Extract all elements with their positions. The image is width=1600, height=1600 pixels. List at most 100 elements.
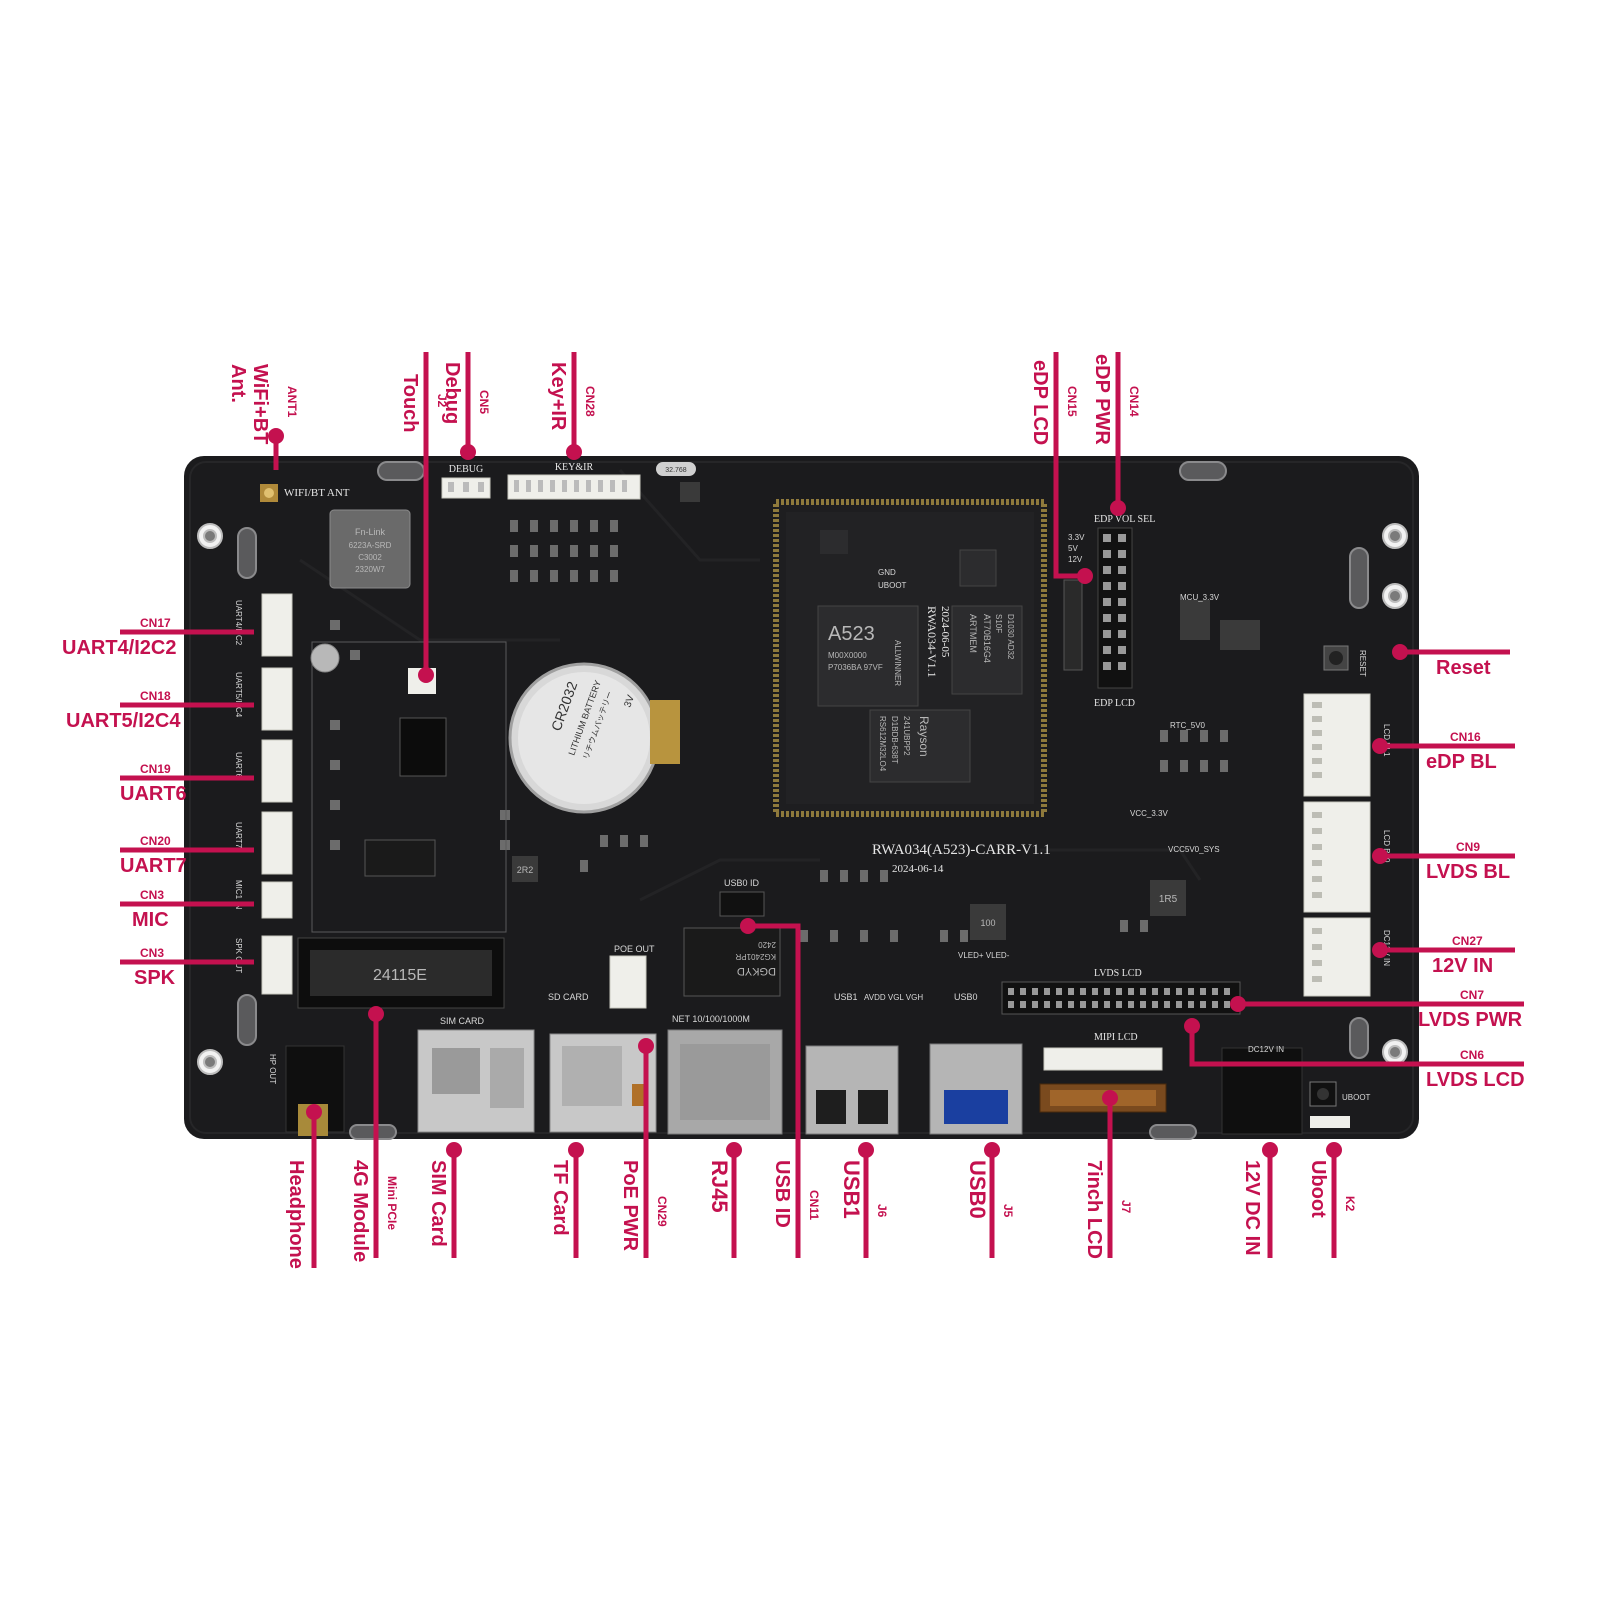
callout-right-reset-name: Reset [1436, 657, 1491, 679]
callout-bottom-headphone: Headphone [285, 1160, 307, 1269]
callout-bottom-tf: TF Card [549, 1160, 571, 1236]
silk-wifi-bt-ant: WIFI/BT ANT [284, 487, 350, 499]
callout-bottom-usb0-name: USB0 [965, 1160, 990, 1219]
silk-poe-out: POE OUT [614, 944, 655, 954]
callout-left-mic: CN3 MIC [132, 888, 169, 931]
silk-mcu-3v3: MCU_3.3V [1180, 593, 1220, 602]
silk-vled: VLED+ VLED- [958, 951, 1010, 960]
callout-top-edplcd-name: eDP LCD [1029, 360, 1051, 445]
inductor-1r5 [1150, 880, 1186, 916]
wifi-code: C3002 [358, 553, 382, 562]
silk-edp-vol-5v: 5V [1068, 544, 1078, 553]
wifi-brand: Fn-Link [355, 527, 386, 537]
smd-components [330, 482, 1260, 942]
silk-edp-lcd: EDP LCD [1094, 698, 1135, 709]
callout-bottom-usbid-name: USB ID [771, 1160, 793, 1228]
mem-part: AT70B16G4 [982, 614, 992, 663]
callout-top-edppwr-name: eDP PWR [1091, 354, 1113, 445]
callout-right-reset: Reset [1436, 657, 1491, 679]
callout-dots [268, 428, 1408, 1158]
callout-right-lvdsbl-ref: CN9 [1456, 840, 1480, 854]
lan-transformer: DGKYD KG2401PR 2420 [683, 927, 781, 997]
callout-right-lvdslcd-ref: CN6 [1460, 1048, 1484, 1062]
poe-out-connector [609, 955, 647, 1009]
callout-left-uart6-name: UART6 [120, 783, 187, 805]
inductor-2r2-label: 2R2 [517, 865, 534, 875]
silk-usb1: USB1 [834, 992, 858, 1002]
callout-right-edpbl-ref: CN16 [1450, 730, 1481, 744]
som-module-date: 2024-06-05 [939, 606, 951, 658]
callout-right-lvdsbl-name: LVDS BL [1426, 861, 1510, 883]
inductor-100 [970, 904, 1006, 940]
callout-top-wifi-ref: ANT1 [285, 386, 299, 418]
callout-top-keyir-name: Key+IR [547, 362, 569, 431]
touch-ic [399, 717, 447, 777]
mem-code: S10F [994, 614, 1003, 633]
silk-usb0: USB0 [954, 992, 978, 1002]
silk-vcc5v0-sys: VCC5V0_SYS [1168, 845, 1220, 854]
emmc-brand: Rayson [917, 716, 931, 757]
touch-area-outline [311, 641, 507, 933]
callout-left-spk-ref: CN3 [140, 946, 164, 960]
silk-lvds-lcd: LVDS LCD [1094, 968, 1142, 979]
callout-bottom-uboot: K2 Uboot [1307, 1160, 1357, 1218]
silk-lcd-bl0: LCD BL0 [1382, 830, 1391, 863]
callout-bottom-tf-name: TF Card [549, 1160, 571, 1236]
silk-uboot: UBOOT [1342, 1093, 1371, 1102]
callout-bottom-usb0-ref: J5 [1001, 1204, 1015, 1218]
callout-right-12v-in: CN27 12V IN [1432, 934, 1493, 977]
silk-uart4-i2c2: UART4/I2C2 [234, 600, 243, 646]
crystal-label: 32.768 [665, 467, 687, 474]
rj45-jack [667, 1029, 783, 1135]
coin-battery: CR2032 LITHIUM BATTERY リチウムバッテリー 3V [508, 662, 680, 814]
callout-bottom-12v-dc: 12V DC IN [1241, 1160, 1263, 1256]
callout-top-edp-pwr: CN14 eDP PWR [1091, 354, 1141, 445]
lvds-lcd-header [1001, 981, 1241, 1015]
silk-mic1-in: MIC1 IN [234, 880, 243, 910]
som-module-name: RWA034-V1.1 [925, 606, 939, 678]
mipi-lcd-connector [1039, 1047, 1167, 1113]
callout-left-uart6-ref: CN19 [140, 762, 171, 776]
silk-vcc-3v3: VCC_3.3V [1130, 809, 1168, 818]
silk-edp-vol-sel: EDP VOL SEL [1094, 514, 1155, 525]
silk-sd-card: SD CARD [548, 992, 589, 1002]
callout-bottom-12vdc-name: 12V DC IN [1241, 1160, 1263, 1256]
callout-left-mic-ref: CN3 [140, 888, 164, 902]
callout-top-edp-lcd: CN15 eDP LCD [1029, 360, 1079, 445]
callout-right-lvds-bl: CN9 LVDS BL [1426, 840, 1510, 883]
slot-standoffs [237, 461, 1369, 1140]
mounting-holes [197, 523, 1408, 1075]
transformer-part: KG2401PR [735, 952, 776, 961]
callout-bottom-4g-ref: Mini PCIe [385, 1176, 399, 1230]
callout-bottom-rj45-name: RJ45 [707, 1160, 732, 1213]
silk-net: NET 10/100/1000M [672, 1014, 750, 1024]
silk-rtc-5v0: RTC_5V0 [1170, 721, 1206, 730]
callout-right-lvds-lcd: CN6 LVDS LCD [1426, 1048, 1525, 1091]
callout-bottom-sim-name: SIM Card [427, 1160, 449, 1247]
uboot-button-cap [1317, 1088, 1329, 1100]
edp-lcd-connector [1063, 579, 1083, 671]
mini-pcie-code: 24115E [373, 967, 427, 984]
wifi-antenna-connector [260, 484, 278, 502]
callout-left-mic-name: MIC [132, 909, 169, 931]
mem-lot: D1030 AD32 [1006, 614, 1015, 660]
silk-sim-card: SIM CARD [440, 1016, 485, 1026]
callout-bottom-4g-name: 4G Module [349, 1160, 371, 1262]
silk-lcd-bl1: LCD BL1 [1382, 724, 1391, 757]
callout-bottom-usb1-name: USB1 [839, 1160, 864, 1219]
inductor-2r2 [512, 856, 538, 882]
callout-right-edp-bl: CN16 eDP BL [1426, 730, 1497, 773]
soc-code1: M00X0000 [828, 651, 867, 660]
soc-code2: P7036BA 97VF [828, 663, 883, 672]
callout-bottom-uboot-ref: K2 [1343, 1196, 1357, 1212]
reset-button-cap [1329, 651, 1343, 665]
som-module: A523 M00X0000 P7036BA 97VF ALLWINNER RWA… [773, 499, 1047, 817]
transformer-lot: 2420 [758, 940, 776, 949]
key-ir-connector [507, 474, 641, 500]
board-name: RWA034(A523)-CARR-V1.1 [872, 842, 1051, 858]
transformer-brand: DGKYD [737, 965, 776, 977]
edp-vol-sel-header [1097, 527, 1133, 689]
callout-right-lvds-pwr: CN7 LVDS PWR [1418, 988, 1523, 1031]
callout-right-12vin-name: 12V IN [1432, 955, 1493, 977]
callout-top-touch-name: Touch [399, 374, 421, 433]
